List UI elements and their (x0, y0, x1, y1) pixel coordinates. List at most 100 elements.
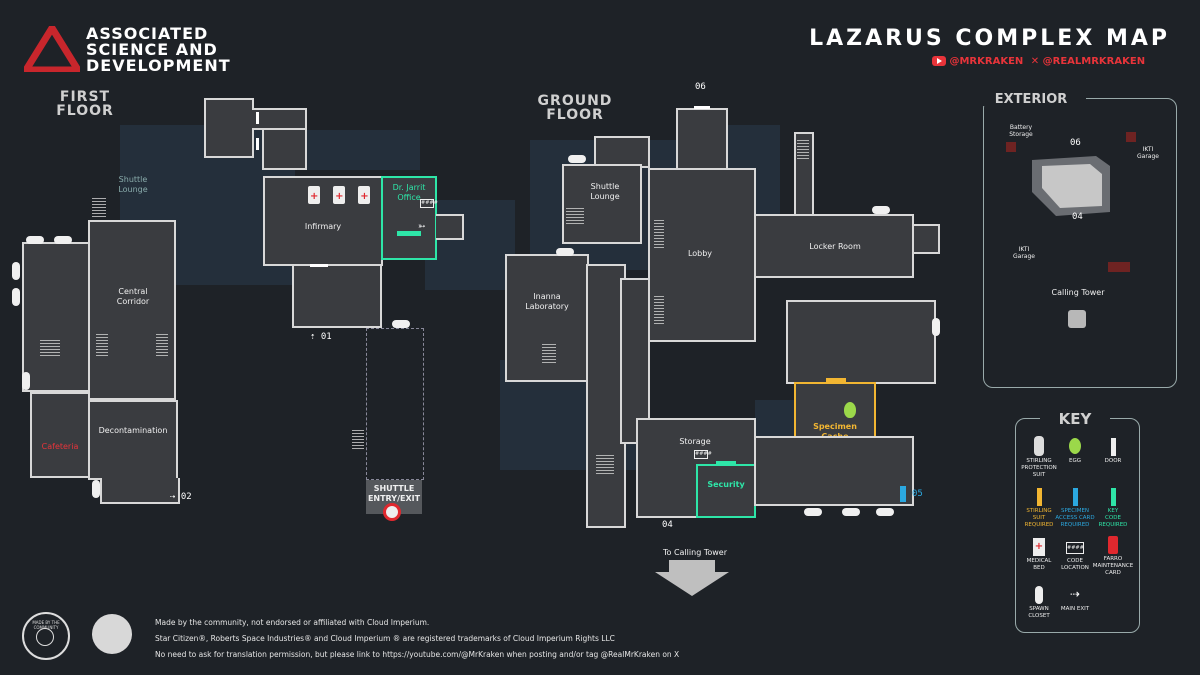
star-icon (36, 628, 54, 646)
suit-icon (1034, 436, 1044, 456)
west-corridor-2 (620, 278, 650, 444)
exterior-exit-04: 04 (1072, 212, 1083, 222)
central-corridor-room (88, 220, 176, 400)
door-icon[interactable] (310, 264, 328, 267)
stairs (542, 344, 556, 364)
first-top-room (204, 98, 254, 158)
key-item: STIRLING SUIT REQUIRED (1017, 488, 1061, 529)
spawn-closet-icon (54, 236, 72, 244)
specimen-door-icon[interactable] (900, 486, 906, 502)
community-badge-text: MADE BY THE COMMUNITY (32, 620, 60, 630)
medical-bed-icon: + (358, 186, 371, 204)
first-mid-room (292, 264, 382, 328)
brand-name: ASSOCIATED SCIENCE AND DEVELOPMENT (86, 26, 231, 74)
medical-bed-icon: + (308, 186, 320, 204)
footer-line1: Made by the community, not endorsed or a… (155, 618, 430, 627)
footer-line3: No need to ask for translation permissio… (155, 650, 680, 659)
x-icon[interactable]: ✕ (1030, 56, 1040, 67)
kraken-logo-icon (92, 614, 132, 654)
youtube-icon[interactable] (932, 56, 946, 66)
stairs (654, 296, 664, 324)
ground-floor-title-line2: FLOOR (546, 107, 604, 123)
exit-01-number: 01 (320, 332, 332, 342)
door-icon[interactable] (256, 112, 259, 124)
spawn-closet-icon (22, 372, 30, 390)
ground-shuttle-lounge-label: Shuttle Lounge (590, 182, 620, 201)
stairs (797, 140, 809, 160)
first-floor-title: FIRST FLOOR (40, 90, 130, 118)
spawn-closet-icon (12, 262, 20, 280)
cafeteria-label: Cafeteria (41, 442, 79, 451)
cafeteria-room (30, 392, 90, 478)
shuttle-pad (366, 328, 424, 480)
key-item: ####CODE LOCATION (1053, 538, 1097, 572)
ikti-garage-marker (1108, 262, 1130, 272)
inanna-lab-room (505, 254, 589, 382)
green-door-icon (1110, 488, 1116, 506)
exit-02-number: 02 (180, 492, 192, 502)
main-exit-icon: ⇡ (310, 332, 316, 342)
orange-door-icon (1036, 488, 1042, 506)
key-title: KEY (1040, 410, 1110, 428)
door-icon[interactable] (694, 106, 710, 109)
calling-tower-icon[interactable] (1068, 310, 1086, 328)
locker-side (912, 224, 940, 254)
keycode-door-icon[interactable] (716, 461, 736, 466)
ground-floor-title-line1: GROUND (537, 93, 613, 109)
spawn-closet-icon (1035, 586, 1043, 604)
exit-04-number: 04 (662, 520, 673, 530)
keycode-door-icon[interactable] (397, 231, 421, 236)
x-handle[interactable]: @REALMRKRAKEN (1042, 56, 1146, 67)
blue-door-icon (1072, 488, 1078, 506)
community-badge: MADE BY THE COMMUNITY (22, 612, 70, 660)
stairs (566, 208, 584, 226)
social-links: @MRKRAKEN ✕ @REALMRKRAKEN (932, 56, 1172, 68)
footer-line2: Star Citizen®, Roberts Space Industries®… (155, 634, 615, 643)
infirmary-label: Infirmary (304, 222, 342, 231)
youtube-handle[interactable]: @MRKRAKEN (949, 56, 1024, 67)
stairs (596, 455, 614, 475)
stairs (92, 198, 106, 218)
code-location-icon[interactable]: #### (694, 450, 712, 459)
arrow-down-icon[interactable] (655, 560, 729, 596)
spawn-closet-icon (804, 508, 822, 516)
exterior-exit-06: 06 (1070, 138, 1081, 148)
exterior-title: EXTERIOR (976, 92, 1086, 107)
stairs (40, 340, 60, 358)
west-room (22, 242, 90, 392)
first-shuttle-lounge-label: Shuttle Lounge (118, 175, 148, 194)
egg-icon[interactable] (844, 402, 856, 418)
exit-06-room (676, 108, 728, 170)
ikti-garage-marker (1126, 132, 1136, 142)
decontamination-label: Decontamination (98, 426, 168, 435)
spawn-closet-icon (568, 155, 586, 163)
south-corridor (754, 436, 914, 506)
main-exit-icon[interactable] (383, 503, 401, 521)
inanna-lab-label: Inanna Laboratory (525, 292, 569, 311)
stairs (654, 220, 664, 248)
first-floor-title-line1: FIRST (59, 89, 111, 105)
key-item: SPAWN CLOSET (1017, 586, 1061, 620)
key-item: EGG (1053, 436, 1097, 465)
battery-storage-marker (1006, 142, 1016, 152)
office-side-room (436, 214, 464, 240)
brand-line3: DEVELOPMENT (86, 56, 231, 75)
battery-storage-label: Battery Storage (1009, 124, 1033, 138)
spawn-closet-icon (556, 248, 574, 256)
security-room (696, 464, 756, 518)
exit-02: ⇢ 02 (170, 492, 192, 502)
code-location-icon[interactable]: #### (420, 199, 438, 208)
door-icon[interactable] (256, 138, 259, 150)
stirling-door-icon[interactable] (826, 378, 846, 383)
exit-02-corridor (100, 478, 180, 504)
key-item: KEY CODE REQUIRED (1091, 488, 1135, 529)
exit-04: 04 (662, 520, 673, 530)
spawn-closet-icon (932, 318, 940, 336)
locker-room-label: Locker Room (809, 242, 861, 251)
key-item: STIRLING PROTECTION SUIT (1017, 436, 1061, 479)
code-location-icon: #### (1066, 542, 1084, 554)
stairs (352, 430, 364, 450)
exit-06-number: 06 (695, 82, 706, 92)
medical-beds: + + + (308, 186, 371, 208)
medical-bed-icon: + (1033, 538, 1045, 556)
